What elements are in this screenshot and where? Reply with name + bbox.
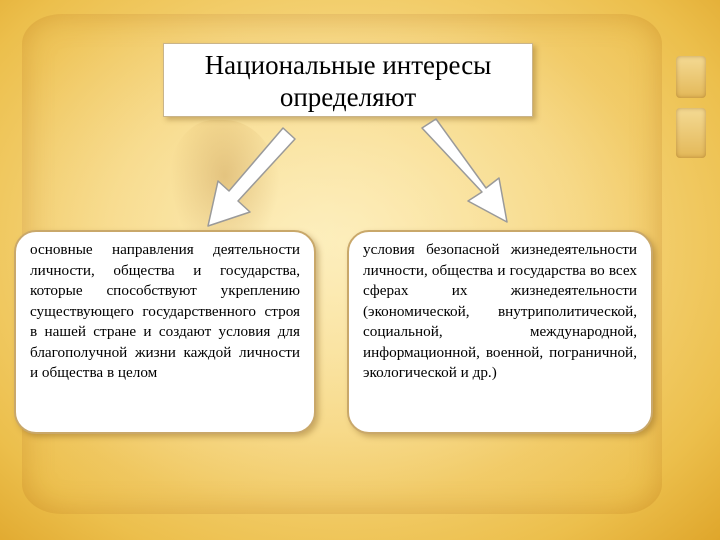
title-line-2: определяют xyxy=(279,82,417,112)
side-decoration-panel xyxy=(676,108,706,158)
left-card-text: основные направления деятельности личнос… xyxy=(30,241,300,381)
right-card: условия безопасной жизнедеятельности лич… xyxy=(347,230,653,434)
arrow-right-icon xyxy=(421,118,508,223)
title-box: Национальные интересы определяют xyxy=(163,43,533,117)
right-card-text: условия безопасной жизнедеятельности лич… xyxy=(363,241,637,381)
title-line-1: Национальные интересы xyxy=(204,50,492,80)
arrow-left-icon xyxy=(207,127,296,227)
side-decoration-panel xyxy=(676,56,706,98)
left-card: основные направления деятельности личнос… xyxy=(14,230,316,434)
